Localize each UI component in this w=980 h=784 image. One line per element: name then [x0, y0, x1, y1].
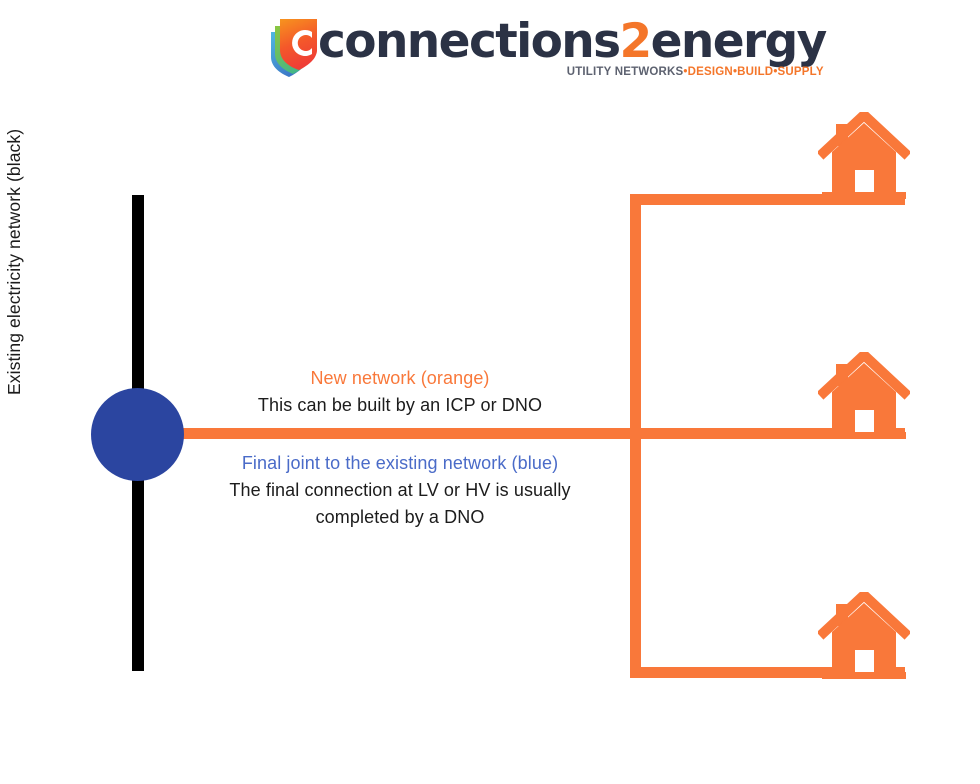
new-network-note: New network (orange) This can be built b…	[185, 365, 615, 419]
new-network-branch-middle	[630, 428, 905, 439]
shield-mark-icon	[271, 19, 317, 77]
tagline-build: BUILD	[737, 66, 774, 78]
wordmark-suffix: energy	[650, 14, 828, 69]
new-network-branch-top	[630, 194, 905, 205]
tagline-primary: UTILITY NETWORKS	[566, 66, 684, 78]
final-joint-note: Final joint to the existing network (blu…	[185, 450, 615, 531]
tagline-design: DESIGN	[687, 66, 733, 78]
house-bottom-icon	[818, 592, 910, 679]
wordmark-prefix: connections	[318, 14, 621, 69]
final-joint-note-body-line2: completed by a DNO	[315, 507, 485, 527]
new-network-note-body: This can be built by an ICP or DNO	[257, 395, 543, 415]
house-middle-icon	[818, 352, 910, 439]
tagline-sep-3: •	[773, 66, 778, 78]
house-top-icon	[818, 112, 910, 199]
tagline-supply: SUPPLY	[777, 66, 824, 78]
wordmark-accent: 2	[619, 14, 653, 69]
logo-wordmark: connections2energy	[318, 14, 828, 69]
tagline-sep-2: •	[732, 66, 738, 78]
existing-network-label: Existing electricity network (black)	[4, 128, 24, 395]
final-joint-note-title: Final joint to the existing network (blu…	[241, 453, 559, 473]
new-network-note-title: New network (orange)	[310, 368, 490, 388]
new-network-branch-bottom	[630, 667, 905, 678]
company-logo: connections2energy UTILITY NETWORKS•DESI…	[268, 14, 827, 90]
new-network-trunk-horizontal	[160, 428, 640, 439]
logo-wordmark-group: connections2energy UTILITY NETWORKS•DESI…	[318, 14, 828, 79]
logo-tagline: UTILITY NETWORKS•DESIGN•BUILD•SUPPLY	[318, 66, 826, 79]
final-joint-circle	[91, 388, 184, 481]
tagline-sep-1: •	[683, 66, 688, 78]
final-joint-note-body-line1: The final connection at LV or HV is usua…	[229, 480, 571, 500]
